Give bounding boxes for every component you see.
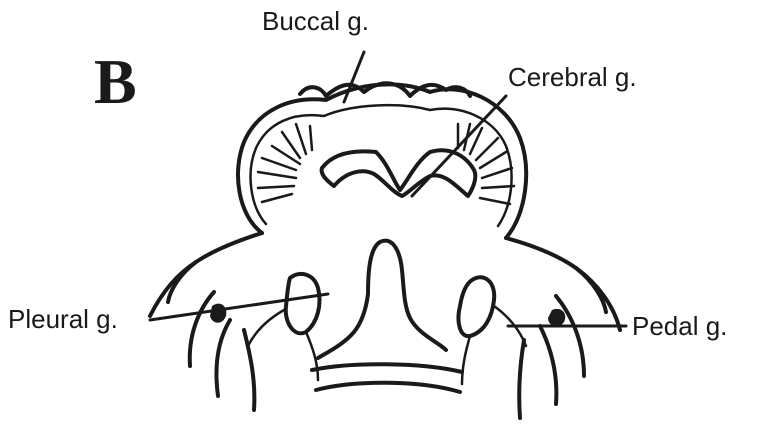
right-ganglion-mark (548, 309, 565, 326)
left-ganglion-mark (210, 304, 226, 323)
left-nerve-tuft (258, 124, 312, 202)
left-pleural-nerve (248, 310, 318, 380)
right-pedal-nerve (462, 306, 526, 384)
buccal-leader (344, 52, 364, 102)
pleural-leader (150, 294, 328, 320)
label-buccal-ganglion: Buccal g. (262, 8, 369, 34)
pedal-body-outline (168, 233, 606, 312)
left-pleural-ganglion (286, 274, 320, 333)
pedal-commissure-lower (316, 383, 460, 392)
right-pedal-ganglion (458, 277, 494, 336)
panel-letter: B (94, 50, 137, 114)
label-pleural-ganglion: Pleural g. (8, 306, 118, 332)
label-cerebral-ganglion: Cerebral g. (508, 64, 637, 90)
buccal-ganglion (300, 83, 470, 96)
label-pedal-ganglion: Pedal g. (632, 313, 727, 339)
pedal-commissure-upper (312, 364, 462, 372)
right-outer-nerves (519, 268, 620, 418)
cerebral-commissure (322, 150, 476, 196)
left-outer-nerves (150, 262, 254, 410)
central-column (318, 241, 446, 358)
